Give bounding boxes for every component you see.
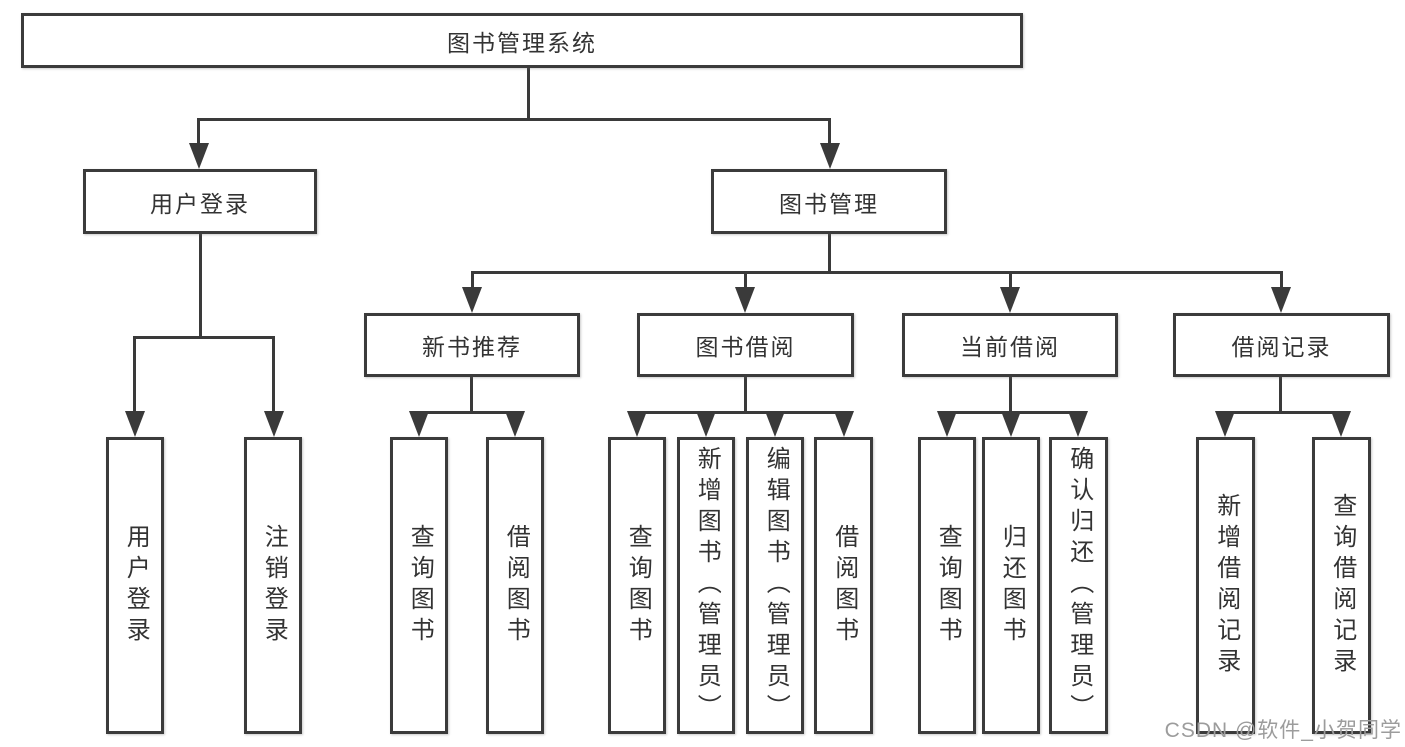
- arrowhead-records: [1271, 287, 1291, 313]
- watermark: CSDN @软件_小贺同学: [1164, 719, 1402, 742]
- connector-newbooks-hline: [418, 411, 518, 414]
- leaf-current-query-label: 查询图书: [934, 523, 962, 648]
- arrowhead-login-leaf1: [125, 411, 145, 437]
- leaf-query-record-label: 查询借阅记录: [1328, 492, 1356, 679]
- connector-records-down: [1279, 377, 1282, 414]
- leaf-borrow-book: 借阅图书: [814, 437, 873, 734]
- leaf-user-login-label: 用户登录: [122, 523, 150, 648]
- node-book-management-label: 图书管理: [779, 190, 879, 217]
- arrowhead-newbooks-leaf2: [505, 411, 525, 437]
- leaf-newbooks-query: 查询图书: [390, 437, 448, 734]
- node-new-books-label: 新书推荐: [422, 334, 522, 360]
- leaf-return-book-label: 归还图书: [998, 523, 1026, 648]
- leaf-borrow-query: 查询图书: [608, 437, 666, 734]
- node-user-login-label: 用户登录: [150, 190, 250, 217]
- connector-userlogin-stem: [197, 118, 200, 150]
- node-borrowing-records: 借阅记录: [1173, 313, 1390, 377]
- arrowhead-records-leaf2: [1331, 411, 1351, 437]
- leaf-add-record: 新增借阅记录: [1196, 437, 1255, 734]
- leaf-newbooks-borrow: 借阅图书: [486, 437, 544, 734]
- connector-records-hline: [1224, 411, 1343, 414]
- arrowhead-current-leaf2: [1001, 411, 1021, 437]
- connector-borrow-down: [744, 377, 747, 414]
- leaf-borrow-book-label: 借阅图书: [830, 523, 858, 648]
- leaf-add-record-label: 新增借阅记录: [1212, 492, 1240, 679]
- leaf-newbooks-query-label: 查询图书: [406, 523, 434, 648]
- connector-root-stem: [527, 68, 530, 121]
- connector-newbooks-stem: [471, 271, 474, 292]
- connector-borrow-hline: [636, 411, 846, 414]
- connector-login-leaf2-stem: [272, 336, 275, 415]
- node-book-management: 图书管理: [711, 169, 947, 234]
- arrowhead-bookmgmt: [820, 143, 840, 169]
- connector-level1-hline: [197, 118, 831, 121]
- arrowhead-borrow-leaf4: [834, 411, 854, 437]
- arrowhead-current: [1000, 287, 1020, 313]
- node-user-login: 用户登录: [83, 169, 317, 234]
- leaf-logout-label: 注销登录: [260, 523, 288, 648]
- arrowhead-userlogin: [189, 143, 209, 169]
- leaf-borrow-edit-book-label: 编辑图书（管理员）: [762, 446, 790, 725]
- node-new-books: 新书推荐: [364, 313, 580, 377]
- leaf-confirm-return-label: 确认归还（管理员）: [1065, 446, 1093, 725]
- node-borrowing-records-label: 借阅记录: [1231, 334, 1332, 360]
- arrowhead-newbooks-leaf1: [409, 411, 429, 437]
- arrowhead-records-leaf1: [1215, 411, 1235, 437]
- leaf-current-query: 查询图书: [918, 437, 976, 734]
- leaf-borrow-edit-book: 编辑图书（管理员）: [746, 437, 804, 734]
- arrowhead-borrow: [735, 287, 755, 313]
- connector-login-hline: [133, 336, 275, 339]
- connector-login-leaf1-stem: [133, 336, 136, 415]
- arrowhead-borrow-leaf1: [627, 411, 647, 437]
- connector-bookmgmt-stem: [828, 118, 831, 150]
- node-book-borrowing: 图书借阅: [637, 313, 854, 377]
- connector-newbooks-down: [470, 377, 473, 414]
- connector-level3-hline: [471, 271, 1283, 274]
- arrowhead-borrow-leaf2: [696, 411, 716, 437]
- connector-borrow-stem: [744, 271, 747, 292]
- node-root-label: 图书管理系统: [447, 29, 597, 56]
- arrowhead-newbooks: [462, 287, 482, 313]
- arrowhead-login-leaf2: [264, 411, 284, 437]
- leaf-borrow-add-book-label: 新增图书（管理员）: [693, 446, 721, 725]
- leaf-logout: 注销登录: [244, 437, 302, 734]
- leaf-user-login: 用户登录: [106, 437, 164, 734]
- connector-records-stem: [1280, 271, 1283, 292]
- connector-current-stem: [1009, 271, 1012, 292]
- leaf-query-record: 查询借阅记录: [1312, 437, 1371, 734]
- connector-login-down: [199, 234, 202, 339]
- arrowhead-borrow-leaf3: [765, 411, 785, 437]
- connector-current-down: [1009, 377, 1012, 414]
- arrowhead-current-leaf1: [937, 411, 957, 437]
- leaf-confirm-return: 确认归还（管理员）: [1049, 437, 1108, 734]
- leaf-borrow-query-label: 查询图书: [624, 523, 652, 648]
- node-root: 图书管理系统: [21, 13, 1023, 68]
- node-current-borrowing: 当前借阅: [902, 313, 1118, 377]
- node-book-borrowing-label: 图书借阅: [695, 334, 796, 360]
- connector-mgmt-down: [828, 234, 831, 274]
- arrowhead-current-leaf3: [1068, 411, 1088, 437]
- leaf-return-book: 归还图书: [982, 437, 1040, 734]
- leaf-borrow-add-book: 新增图书（管理员）: [677, 437, 735, 734]
- leaf-newbooks-borrow-label: 借阅图书: [502, 523, 530, 648]
- node-current-borrowing-label: 当前借阅: [960, 334, 1060, 360]
